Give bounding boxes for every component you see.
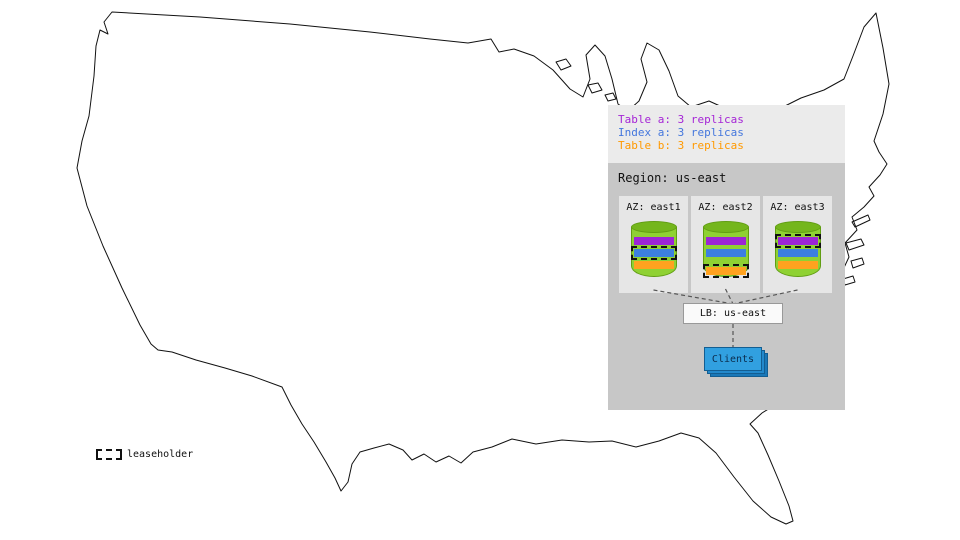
az-label-east1: AZ: east1 — [626, 202, 681, 213]
cylinder-top — [702, 221, 749, 233]
clients-front: Clients — [704, 347, 762, 371]
database-cylinder — [630, 221, 677, 277]
az-box-east2: AZ: east2 — [691, 196, 760, 293]
region-title: Region: us-east — [618, 171, 727, 185]
leaseholder-swatch-icon — [96, 449, 122, 460]
load-balancer-box: LB: us-east — [683, 303, 783, 324]
replica-bar-table-b — [702, 264, 749, 278]
az-box-east1: AZ: east1 — [619, 196, 688, 293]
cylinder-top — [630, 221, 677, 233]
clients-box: Clients — [704, 347, 770, 379]
database-cylinder — [774, 221, 821, 277]
region-us-east-panel: Region: us-east AZ: east1 AZ: east2 — [608, 163, 845, 410]
load-balancer-label: LB: us-east — [699, 308, 767, 319]
replica-bar-index-a — [777, 249, 818, 257]
replica-bar-index-a — [705, 249, 746, 257]
cylinder-top — [774, 221, 821, 233]
az-row: AZ: east1 AZ: east2 — [619, 196, 832, 293]
replica-bar-table-a — [705, 237, 746, 245]
replica-bar-table-a — [774, 234, 821, 248]
legend-table-a: Table a: 3 replicas — [618, 113, 744, 126]
replica-bar-table-b — [633, 261, 674, 269]
az-box-east3: AZ: east3 — [763, 196, 832, 293]
replica-bar-table-a — [633, 237, 674, 245]
database-cylinder — [702, 221, 749, 278]
legend-index-a: Index a: 3 replicas — [618, 126, 744, 139]
replica-bar-table-b — [777, 261, 818, 269]
replica-bar-index-a — [630, 246, 677, 260]
replica-legend: Table a: 3 replicas Index a: 3 replicas … — [608, 105, 845, 163]
leaseholder-legend: leaseholder — [96, 449, 194, 460]
az-label-east3: AZ: east3 — [770, 202, 825, 213]
az-label-east2: AZ: east2 — [698, 202, 753, 213]
leaseholder-label: leaseholder — [127, 449, 194, 460]
clients-label: Clients — [711, 353, 755, 365]
legend-table-b: Table b: 3 replicas — [618, 139, 744, 152]
